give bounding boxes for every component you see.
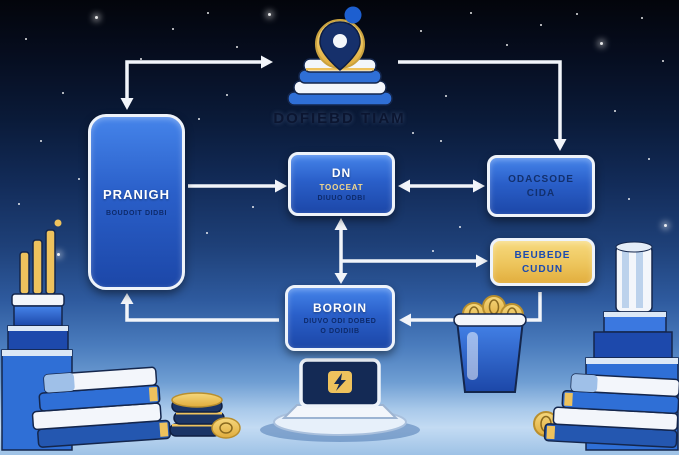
- node-left-subtitle: BOUDOIT DIDBI: [105, 210, 168, 217]
- node-gold-title: BEUBEDE: [514, 249, 571, 261]
- node-left: PRANIGH BOUDOIT DIDBI: [88, 114, 185, 290]
- arrow-hub-rightbox: [398, 60, 562, 140]
- star: [172, 28, 174, 30]
- gold-circle: [315, 19, 365, 69]
- node-gold-line2: CUDUN: [521, 263, 564, 275]
- laptop-screen: [299, 358, 381, 408]
- star: [664, 224, 667, 227]
- star: [628, 198, 630, 200]
- striped-tower-icon: [585, 241, 679, 451]
- book-stack-left-icon: [31, 366, 171, 448]
- star: [445, 95, 447, 97]
- node-bottom: BOROIN DIUVO ODI DOBED O DOIDIIB: [285, 285, 395, 351]
- star: [440, 140, 442, 142]
- star: [57, 253, 60, 256]
- star: [662, 60, 664, 62]
- star: [95, 16, 98, 19]
- star: [40, 140, 42, 142]
- star: [206, 232, 208, 234]
- node-right: ODACSODE CIDA: [487, 155, 595, 217]
- star: [600, 42, 603, 45]
- star: [236, 46, 238, 48]
- coin-stack-icon: [169, 392, 241, 439]
- star: [25, 38, 27, 40]
- bar-chart-tower-icon: [1, 219, 73, 451]
- gold-coin-icon: [533, 411, 559, 437]
- star: [140, 58, 142, 60]
- star: [506, 44, 508, 46]
- star: [459, 226, 461, 228]
- star: [648, 158, 650, 160]
- diagram-title: DOFIEBD TIAM: [273, 110, 406, 127]
- node-center: DN TOOCEAT DIUUO ODBI: [288, 152, 395, 216]
- star: [226, 94, 228, 96]
- star: [576, 13, 578, 15]
- location-pin-stack-icon: [287, 6, 393, 106]
- arrow-gold-bottombox: [410, 292, 542, 322]
- star: [62, 92, 64, 94]
- node-right-line2: CIDA: [526, 187, 556, 199]
- arrow-bottom-leftbox: [125, 302, 279, 322]
- node-center-line2: TOOCEAT: [319, 183, 364, 192]
- star: [540, 24, 542, 26]
- star: [614, 110, 616, 112]
- star: [412, 132, 414, 134]
- book-stack-right-icon: [543, 373, 679, 449]
- node-right-title: ODACSODE: [508, 173, 574, 185]
- coin-bucket-icon: [453, 295, 559, 437]
- star: [420, 30, 422, 32]
- arrow-hub-leftbox: [125, 60, 262, 100]
- star: [207, 12, 209, 14]
- star: [18, 203, 20, 205]
- laptop-podium-icon: [260, 358, 420, 442]
- node-gold: BEUBEDE CUDUN: [490, 238, 595, 286]
- map-pin-icon: [319, 21, 361, 71]
- node-center-line3: DIUUO ODBI: [317, 195, 366, 202]
- star: [252, 206, 254, 208]
- node-bottom-line2: DIUVO ODI DOBED: [303, 318, 377, 325]
- node-bottom-line3: O DOIDIIB: [320, 328, 360, 335]
- small-blue-dot: [344, 6, 362, 24]
- star: [432, 250, 434, 252]
- bolt-badge-icon: [328, 371, 352, 393]
- star: [470, 12, 472, 14]
- star: [641, 17, 643, 19]
- node-center-title: DN: [331, 166, 352, 180]
- node-bottom-title: BOROIN: [313, 301, 367, 315]
- node-left-title: PRANIGH: [103, 187, 170, 202]
- star: [268, 13, 271, 16]
- star: [198, 118, 200, 120]
- star: [78, 178, 80, 180]
